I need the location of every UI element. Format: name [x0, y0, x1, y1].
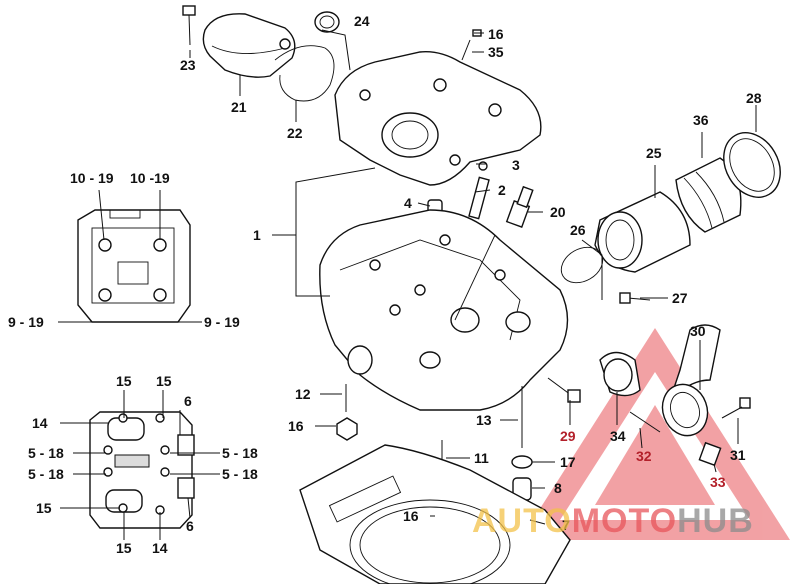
cap-part	[314, 11, 340, 33]
callout-labels: 1 2 3 4 20 16 35 24 23 21 22 25 36 28 26…	[8, 13, 762, 556]
callout-15-left: 15	[36, 500, 52, 516]
callout-34: 34	[610, 428, 626, 444]
hose-clamp-part	[723, 132, 781, 198]
callout-8: 8	[554, 480, 562, 496]
callout-4: 4	[404, 195, 412, 211]
cam-housing-part	[334, 51, 542, 186]
callout-5-18-l2: 5 - 18	[28, 466, 64, 482]
watermark-auto: AUTO	[472, 502, 572, 540]
watermark-moto: MOTO	[572, 502, 677, 540]
top-view-inset	[77, 209, 191, 323]
callout-11: 11	[474, 450, 489, 466]
spark-plug-part	[505, 185, 534, 228]
callout-32: 32	[636, 448, 652, 464]
watermark-triangle-icon	[520, 328, 790, 540]
callout-1: 1	[253, 227, 261, 243]
callout-17: 17	[560, 454, 576, 470]
leader-lines	[58, 29, 757, 540]
callout-23: 23	[180, 57, 196, 73]
callout-16-bottom: 16	[403, 508, 419, 524]
callout-21: 21	[231, 99, 247, 115]
callout-15-bottom: 15	[116, 540, 132, 556]
svg-text:AUTOMOTOHUB: AUTOMOTOHUB	[472, 502, 754, 540]
washer-17-part	[511, 455, 533, 469]
callout-6-top: 6	[184, 393, 192, 409]
callout-5-18-r2: 5 - 18	[222, 466, 258, 482]
watermark-logo: AUTOMOTOHUB	[472, 502, 754, 540]
water-outlet-part	[661, 324, 721, 437]
callout-3: 3	[512, 157, 520, 173]
callout-33: 33	[710, 474, 726, 490]
callout-16-mid: 16	[288, 418, 304, 434]
callout-13: 13	[476, 412, 492, 428]
callout-9-19-right: 9 - 19	[204, 314, 240, 330]
callout-12: 12	[295, 386, 311, 402]
callout-26: 26	[570, 222, 586, 238]
bolt-29-part	[547, 377, 581, 403]
callout-27: 27	[672, 290, 688, 306]
stud-32-part	[629, 411, 661, 433]
watermark-hub: HUB	[677, 502, 754, 540]
callout-5-18-r1: 5 - 18	[222, 445, 258, 461]
callout-10-19-right: 10 -19	[130, 170, 170, 186]
callout-15-tl: 15	[116, 373, 132, 389]
callout-7: 7	[562, 517, 570, 533]
outlet-bolt-part	[721, 397, 751, 419]
callout-5-18-l1: 5 - 18	[28, 445, 64, 461]
callout-25: 25	[646, 145, 662, 161]
valve-cover-part	[202, 13, 296, 78]
nut-16-part	[336, 417, 358, 441]
callout-29: 29	[560, 428, 576, 444]
callout-2: 2	[498, 182, 506, 198]
callout-24: 24	[354, 13, 370, 29]
cover-bolt-part	[182, 5, 196, 46]
callout-31: 31	[730, 447, 746, 463]
callout-9-19-left: 9 - 19	[8, 314, 44, 330]
stud-part	[461, 29, 482, 61]
intake-manifold-part	[594, 191, 691, 273]
manifold-bolt-part	[619, 292, 651, 304]
callout-10-19-left: 10 - 19	[70, 170, 114, 186]
callout-14-top: 14	[32, 415, 48, 431]
cover-gasket-part	[274, 45, 335, 102]
cylinder-head-part	[319, 209, 569, 411]
callout-6-bottom: 6	[186, 518, 194, 534]
bottom-view-inset	[89, 411, 195, 529]
temp-sensor-part	[698, 441, 722, 467]
thermostat-housing-part	[599, 351, 641, 397]
callout-15-tr: 15	[156, 373, 172, 389]
callout-30: 30	[690, 323, 706, 339]
callout-28: 28	[746, 90, 762, 106]
callout-36: 36	[693, 112, 709, 128]
callout-22: 22	[287, 125, 303, 141]
callout-14-bottom: 14	[152, 540, 168, 556]
callout-16-top: 16	[488, 26, 504, 42]
callout-35: 35	[488, 44, 504, 60]
head-gasket-part	[299, 444, 571, 584]
callout-20: 20	[550, 204, 566, 220]
